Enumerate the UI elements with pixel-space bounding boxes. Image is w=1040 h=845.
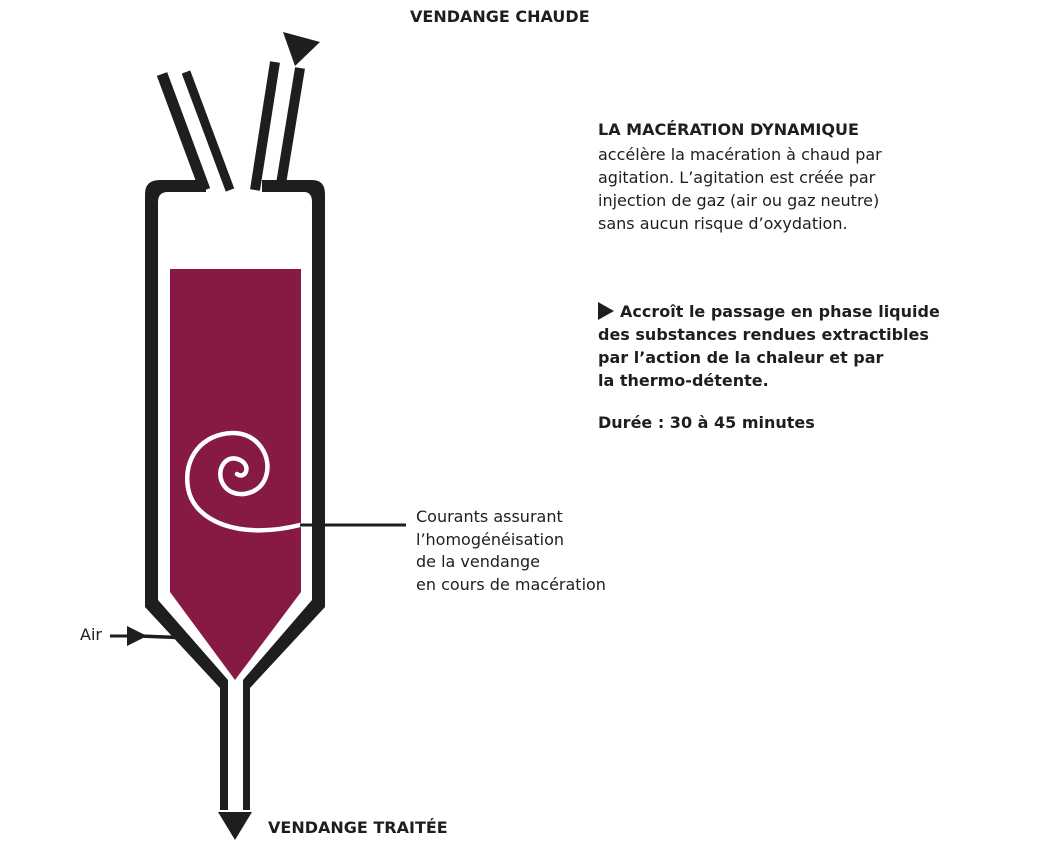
description-line: agitation. L’agitation est créée par <box>598 168 876 187</box>
inlet-pipe-left <box>156 72 211 192</box>
air-label: Air <box>80 625 102 644</box>
description-line: sans aucun risque d’oxydation. <box>598 214 848 233</box>
outlet-label: VENDANGE TRAITÉE <box>268 818 448 837</box>
outlet-arrow-icon <box>218 812 252 840</box>
air-injector-line <box>139 634 191 640</box>
benefit-line: des substances rendues extractibles <box>598 325 929 344</box>
tank-top-opening <box>206 178 262 194</box>
description-line: accélère la macération à chaud par <box>598 145 882 164</box>
air-arrow-icon <box>127 626 147 646</box>
description-body: accélère la macération à chaud par agita… <box>598 143 882 235</box>
description-title: LA MACÉRATION DYNAMIQUE <box>598 120 859 139</box>
description-line: injection de gaz (air ou gaz neutre) <box>598 191 880 210</box>
benefit-line: Accroît le passage en phase liquide <box>598 300 940 323</box>
inlet-label: VENDANGE CHAUDE <box>410 7 590 26</box>
inlet-pipe-right <box>250 61 280 191</box>
inlet-pipe-left-inner <box>181 70 235 192</box>
benefit-line: la thermo-détente. <box>598 371 769 390</box>
inlet-arrow-icon <box>283 32 320 66</box>
benefit-line: par l’action de la chaleur et par <box>598 348 884 367</box>
benefit-bullet: Accroît le passage en phase liquide des … <box>598 300 940 392</box>
currents-label-line: de la vendange <box>416 552 540 571</box>
benefit-text: Accroît le passage en phase liquide <box>620 302 940 321</box>
duration-text: Durée : 30 à 45 minutes <box>598 413 815 432</box>
currents-label-line: Courants assurant <box>416 507 563 526</box>
bullet-arrow-icon <box>598 302 614 320</box>
current-spiral-icon <box>184 430 303 533</box>
currents-label: Courants assurant l’homogénéisation de l… <box>416 506 606 596</box>
inlet-pipe-right-inner <box>275 67 305 191</box>
currents-label-line: en cours de macération <box>416 574 606 594</box>
currents-label-line: l’homogénéisation <box>416 529 565 549</box>
